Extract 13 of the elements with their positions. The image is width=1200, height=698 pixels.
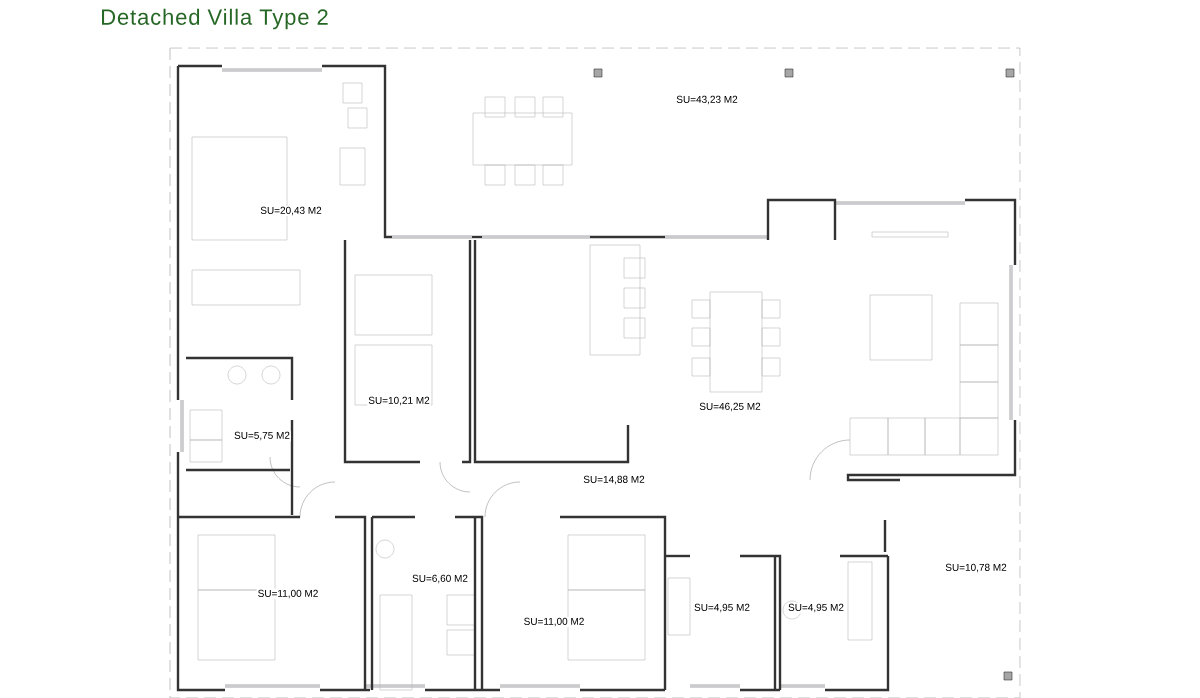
area-label: SU=5,75 M2 bbox=[233, 430, 291, 442]
area-label: SU=46,25 M2 bbox=[698, 401, 762, 413]
area-label: SU=14,88 M2 bbox=[582, 474, 646, 486]
area-label: SU=20,43 M2 bbox=[259, 205, 323, 217]
area-label: SU=43,23 M2 bbox=[675, 94, 739, 106]
area-label: SU=4,95 M2 bbox=[693, 602, 751, 614]
title: Detached Villa Type 2 bbox=[102, 8, 328, 30]
area-label: SU=10,21 M2 bbox=[367, 395, 431, 407]
area-label: SU=10,78 M2 bbox=[944, 562, 1008, 574]
area-label: SU=11,00 M2 bbox=[522, 616, 586, 628]
area-label: SU=4,95 M2 bbox=[787, 602, 845, 614]
area-label: SU=11,00 M2 bbox=[256, 588, 320, 600]
area-label: SU=6,60 M2 bbox=[411, 573, 469, 585]
